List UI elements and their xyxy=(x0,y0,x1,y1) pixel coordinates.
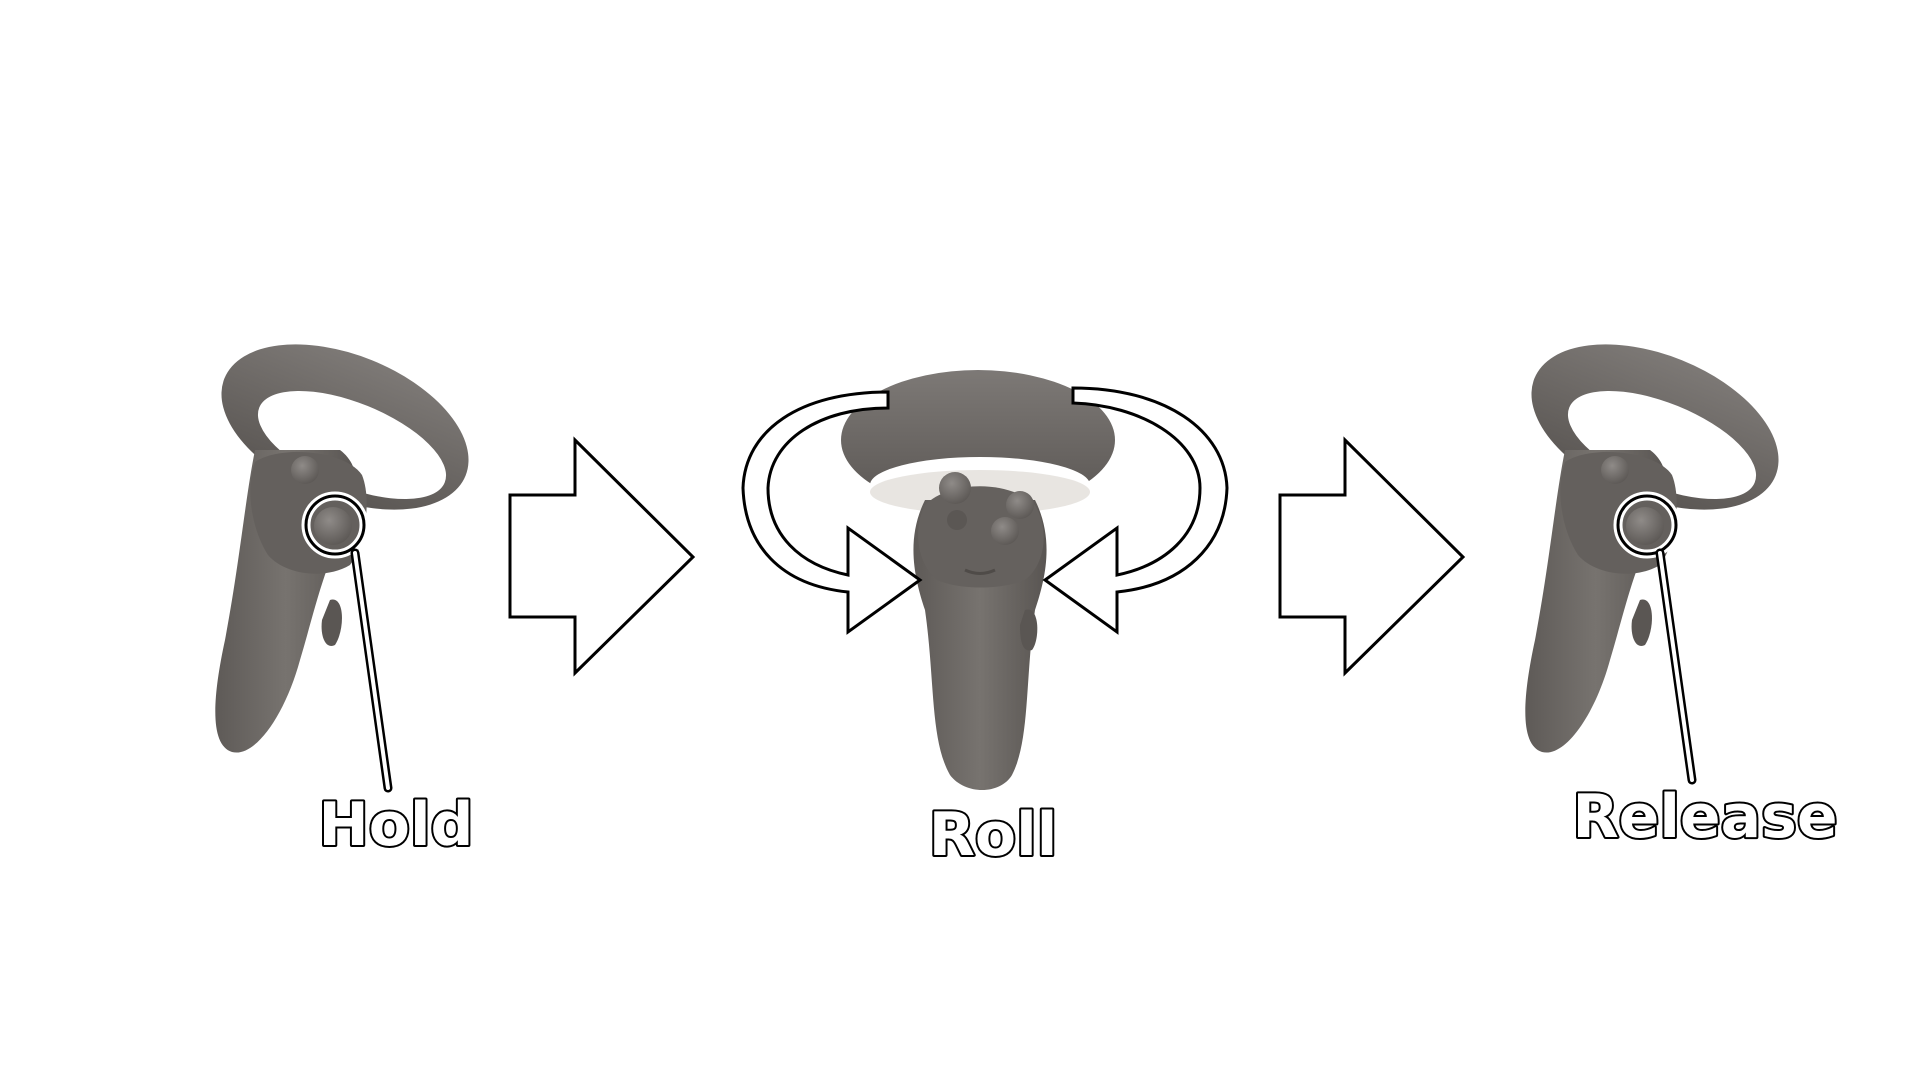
rotate-right-arrow-icon xyxy=(1042,386,1229,635)
controller-icon xyxy=(841,370,1115,790)
controller-icon xyxy=(215,344,469,793)
step-label-hold: Hold xyxy=(319,790,474,860)
step-label-roll: Roll xyxy=(929,800,1058,870)
rotate-left-arrow-icon xyxy=(741,390,923,635)
step-release: Release xyxy=(1525,344,1840,854)
next-arrow-icon xyxy=(1278,436,1466,677)
step-hold: Hold xyxy=(215,344,475,862)
next-arrow-icon xyxy=(508,436,696,677)
step-label-release: Release xyxy=(1572,782,1837,852)
controller-icon xyxy=(1525,344,1779,785)
step-roll: Roll xyxy=(741,370,1229,872)
